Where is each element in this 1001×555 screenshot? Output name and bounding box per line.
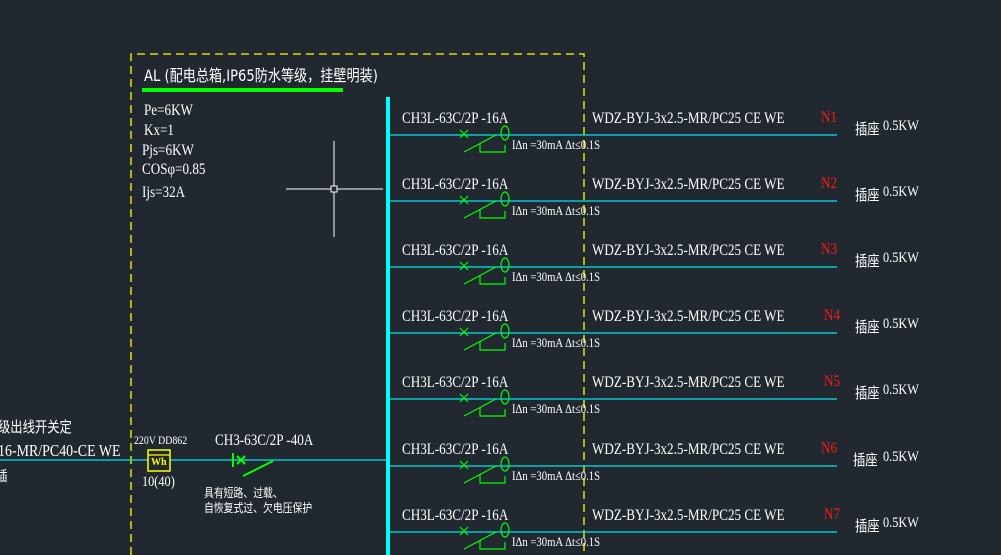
branch-breaker-label: CH3L-63C/2P -16A (402, 507, 509, 524)
branch-circuit-number: N5 (824, 373, 841, 390)
branch-load-power: 0.5KW (883, 316, 919, 332)
branch-breaker-label: CH3L-63C/2P -16A (402, 176, 509, 193)
meter-wh-label: Wh (151, 457, 167, 468)
branch-circuit-number: N1 (821, 109, 838, 126)
branch-load-type: 插座 (855, 186, 880, 204)
branch-circuit-number: N4 (824, 307, 841, 324)
branch-circuit-number: N2 (821, 175, 838, 192)
branch-load-power: 0.5KW (883, 515, 919, 531)
branch-load-power: 0.5KW (883, 449, 919, 465)
branch-breaker-label: CH3L-63C/2P -16A (402, 441, 509, 458)
panel-frame (130, 53, 585, 555)
main-breaker-note-2: 自恢复式过、欠电压保护 (204, 501, 313, 515)
rcd-breaker-symbol (459, 389, 510, 417)
branch-load-type: 插座 (855, 120, 880, 138)
branch-rcd-label: IΔn =30mA Δt≤0.1S (512, 335, 601, 350)
branch-cable-label: WDZ-BYJ-3x2.5-MR/PC25 CE WE (592, 308, 785, 325)
branch-cable-label: WDZ-BYJ-3x2.5-MR/PC25 CE WE (592, 374, 785, 391)
param-pe: Pe=6KW (144, 102, 193, 119)
rcd-breaker-symbol (459, 522, 510, 550)
rcd-breaker-symbol (459, 456, 510, 484)
main-breaker-symbol (232, 453, 274, 477)
branch-breaker-label: CH3L-63C/2P -16A (402, 110, 509, 127)
branch-circuit-number: N3 (821, 241, 838, 258)
rcd-breaker-symbol (459, 257, 510, 285)
branch-circuit-number: N6 (821, 440, 838, 457)
branch-cable-label: WDZ-BYJ-3x2.5-MR/PC25 CE WE (592, 441, 785, 458)
meter-model-label: 220V DD862 (134, 433, 188, 447)
branch-load-power: 0.5KW (883, 382, 919, 398)
branch-cable-label: WDZ-BYJ-3x2.5-MR/PC25 CE WE (592, 507, 785, 524)
branch-rcd-label: IΔn =30mA Δt≤0.1S (512, 401, 601, 416)
rcd-breaker-symbol (459, 125, 510, 153)
branch-breaker-label: CH3L-63C/2P -16A (402, 308, 509, 325)
branch-load-power: 0.5KW (883, 118, 919, 134)
branch-cable-label: WDZ-BYJ-3x2.5-MR/PC25 CE WE (592, 176, 785, 193)
branch-rcd-label: IΔn =30mA Δt≤0.1S (512, 468, 601, 483)
rcd-breaker-symbol (459, 323, 510, 351)
title-underline (142, 88, 343, 92)
incoming-cable-label: 16-MR/PC40-CE WE (0, 441, 121, 460)
branch-load-type: 插座 (853, 451, 878, 469)
branch-load-type: 插座 (855, 252, 880, 270)
branch-load-power: 0.5KW (883, 250, 919, 266)
branch-cable-label: WDZ-BYJ-3x2.5-MR/PC25 CE WE (592, 242, 785, 259)
incoming-lower-label: 插 (0, 466, 7, 486)
branch-rcd-label: IΔn =30mA Δt≤0.1S (512, 137, 601, 152)
energy-meter-symbol (147, 449, 171, 472)
main-breaker-note-1: 具有短路、过载、 (204, 486, 283, 500)
param-cos: COSφ=0.85 (142, 161, 206, 178)
branch-breaker-label: CH3L-63C/2P -16A (402, 374, 509, 391)
bus-bar (386, 97, 390, 555)
incoming-upper-label: 级出线开关定 (0, 418, 72, 436)
branch-circuit-number: N7 (824, 506, 841, 523)
param-ijs: Ijs=32A (142, 184, 186, 201)
branch-rcd-label: IΔn =30mA Δt≤0.1S (512, 534, 601, 549)
meter-rating-label: 10(40) (142, 474, 175, 490)
main-breaker-label: CH3-63C/2P -40A (215, 432, 314, 449)
param-kx: Kx=1 (144, 122, 174, 139)
branch-rcd-label: IΔn =30mA Δt≤0.1S (512, 269, 601, 284)
param-pjs: Pjs=6KW (142, 142, 194, 159)
branch-load-type: 插座 (855, 318, 880, 336)
branch-breaker-label: CH3L-63C/2P -16A (402, 242, 509, 259)
cad-crosshair-cursor (286, 141, 383, 237)
branch-load-type: 插座 (855, 384, 880, 402)
rcd-breaker-symbol (459, 191, 510, 219)
branch-rcd-label: IΔn =30mA Δt≤0.1S (512, 203, 601, 218)
panel-title: AL (配电总箱,IP65防水等级，挂壁明装) (144, 66, 378, 85)
branch-load-type: 插座 (855, 517, 880, 535)
branch-load-power: 0.5KW (883, 184, 919, 200)
branch-cable-label: WDZ-BYJ-3x2.5-MR/PC25 CE WE (592, 110, 785, 127)
